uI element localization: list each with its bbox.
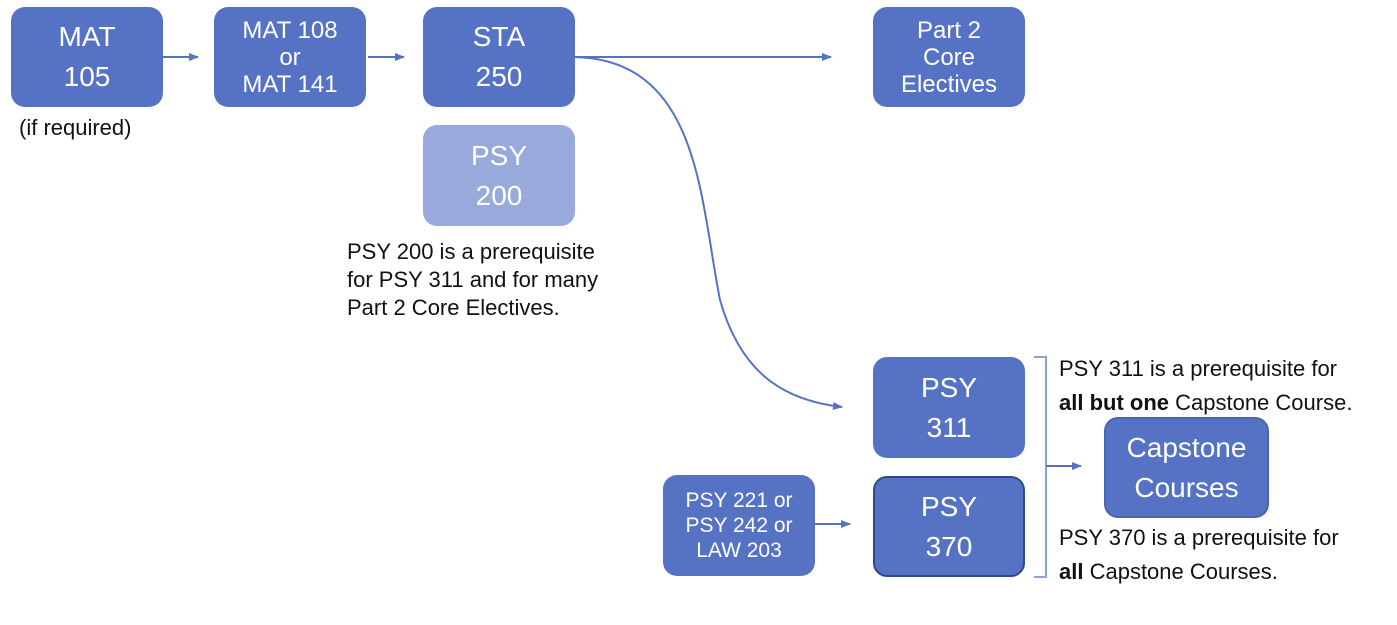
node-psy200: PSY 200: [423, 125, 575, 226]
note-psy311-bold: all but one: [1059, 390, 1169, 415]
note-psy311: PSY 311 is a prerequisite for all but on…: [1059, 352, 1352, 420]
note-psy311-line2: all but one Capstone Course.: [1059, 386, 1352, 420]
note-if-required: (if required): [19, 115, 132, 140]
node-sta250: STA 250: [423, 7, 575, 107]
note-psy200-line1: PSY 200 is a prerequisite: [347, 239, 595, 264]
node-core-line2: Core: [922, 43, 976, 71]
node-mat108-or-mat141: MAT 108 or MAT 141: [214, 7, 366, 107]
arrow-sta250-to-psy311: [574, 56, 843, 410]
note-psy370: PSY 370 is a prerequisite for all Capsto…: [1059, 521, 1339, 589]
node-core-line3: Electives: [900, 70, 998, 98]
bracket: [1034, 356, 1047, 578]
node-psy221-line3: LAW 203: [696, 539, 782, 562]
note-psy370-line2: all Capstone Courses.: [1059, 555, 1339, 589]
note-psy200: PSY 200 is a prerequisite for PSY 311 an…: [347, 238, 598, 322]
node-mat108-line2: or: [279, 43, 301, 71]
note-psy200-line2: for PSY 311 and for many: [347, 267, 599, 292]
node-psy311: PSY 311: [873, 357, 1025, 458]
node-psy221-psy242-law203: PSY 221 or PSY 242 or LAW 203: [663, 475, 815, 576]
node-mat108-line1: MAT 108: [242, 16, 338, 44]
node-psy370-line2: 370: [925, 530, 973, 562]
note-psy311-rest: Capstone Course.: [1169, 390, 1353, 415]
note-psy370-rest: Capstone Courses.: [1083, 559, 1278, 584]
node-psy311-line1: PSY: [920, 371, 978, 403]
node-sta250-line2: 250: [475, 61, 523, 92]
node-psy370-line1: PSY: [920, 490, 978, 522]
node-mat108-line3: MAT 141: [242, 70, 338, 98]
node-psy311-line2: 311: [926, 411, 972, 443]
node-psy221-line1: PSY 221 or: [685, 489, 793, 512]
node-capstone-line1: Capstone: [1126, 431, 1247, 463]
node-psy200-line1: PSY: [470, 139, 528, 171]
node-psy370: PSY 370: [873, 476, 1025, 577]
node-core-line1: Part 2: [916, 16, 982, 44]
node-part2-core-electives: Part 2 Core Electives: [873, 7, 1025, 107]
node-mat105-line1: MAT: [58, 21, 116, 52]
node-capstone-line2: Courses: [1134, 471, 1239, 503]
node-psy200-line2: 200: [475, 179, 523, 211]
node-psy221-line2: PSY 242 or: [685, 514, 793, 537]
note-psy370-bold: all: [1059, 559, 1084, 584]
note-psy370-line1: PSY 370 is a prerequisite for: [1059, 525, 1339, 550]
note-psy311-line1: PSY 311 is a prerequisite for: [1059, 356, 1338, 381]
node-sta250-line1: STA: [472, 21, 526, 52]
node-capstone-courses: Capstone Courses: [1104, 417, 1269, 518]
node-mat105-line2: 105: [63, 61, 111, 92]
node-mat105: MAT 105: [11, 7, 163, 107]
note-psy200-line3: Part 2 Core Electives.: [347, 295, 560, 320]
